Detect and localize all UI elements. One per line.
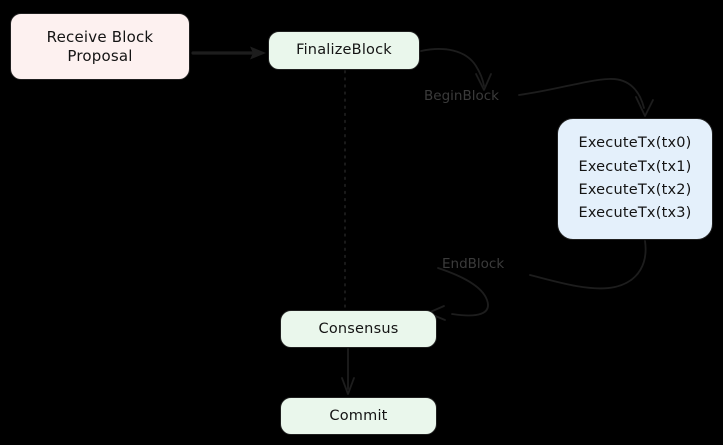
node-execute-tx-label: ExecuteTx(tx0) ExecuteTx(tx1) ExecuteTx(…	[578, 135, 692, 222]
edge-consensus-to-commit	[341, 348, 355, 395]
node-receive-block-proposal[interactable]: Receive Block Proposal	[10, 13, 190, 80]
edge-label-end-block: EndBlock	[442, 256, 505, 272]
edge-receive-to-finalize	[191, 46, 266, 60]
edge-label-begin-block: BeginBlock	[424, 88, 499, 104]
node-finalize-block[interactable]: FinalizeBlock	[268, 31, 420, 70]
node-execute-tx[interactable]: ExecuteTx(tx0) ExecuteTx(tx1) ExecuteTx(…	[557, 118, 713, 240]
node-finalize-block-label: FinalizeBlock	[296, 42, 392, 59]
node-commit[interactable]: Commit	[280, 397, 437, 435]
edge-beginblock-to-executetx	[518, 78, 654, 117]
edge-finalize-to-beginblock	[420, 48, 492, 91]
node-consensus-label: Consensus	[318, 320, 399, 337]
node-consensus[interactable]: Consensus	[280, 310, 437, 348]
node-commit-label: Commit	[329, 407, 388, 424]
node-receive-block-proposal-label: Receive Block Proposal	[46, 27, 154, 65]
edge-executetx-to-consensus	[427, 240, 647, 321]
